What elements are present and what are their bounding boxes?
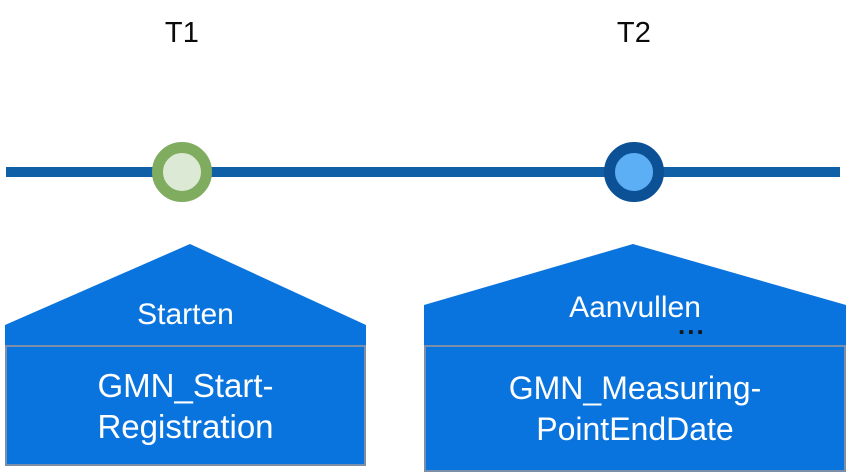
event-action-label-start: Starten — [137, 298, 234, 331]
pentagon-banner-shape-start — [5, 244, 366, 346]
event-group-supplement: Aanvullen ... GMN_Measuring- PointEndDat… — [424, 244, 846, 472]
object-box-label-supplement: GMN_Measuring- PointEndDate — [508, 369, 762, 447]
event-ellipsis-supplement: ... — [678, 310, 706, 340]
tick-label-t2: T2 — [616, 17, 652, 49]
event-action-label-supplement: Aanvullen — [569, 291, 701, 324]
pentagon-banner-shape-supplement — [424, 244, 846, 346]
object-box-label-start: GMN_Start- Registration — [97, 366, 274, 445]
tick-label-t1: T1 — [164, 17, 200, 49]
object-box-supplement[interactable]: GMN_Measuring- PointEndDate — [424, 345, 846, 472]
object-box-start[interactable]: GMN_Start- Registration — [5, 345, 366, 466]
timeline-marker-t1[interactable] — [152, 142, 212, 202]
event-group-start: Starten GMN_Start- Registration — [5, 244, 366, 466]
event-banner-start[interactable]: Starten — [5, 244, 366, 346]
event-banner-supplement[interactable]: Aanvullen ... — [424, 244, 846, 346]
timeline-marker-t2[interactable] — [604, 142, 664, 202]
